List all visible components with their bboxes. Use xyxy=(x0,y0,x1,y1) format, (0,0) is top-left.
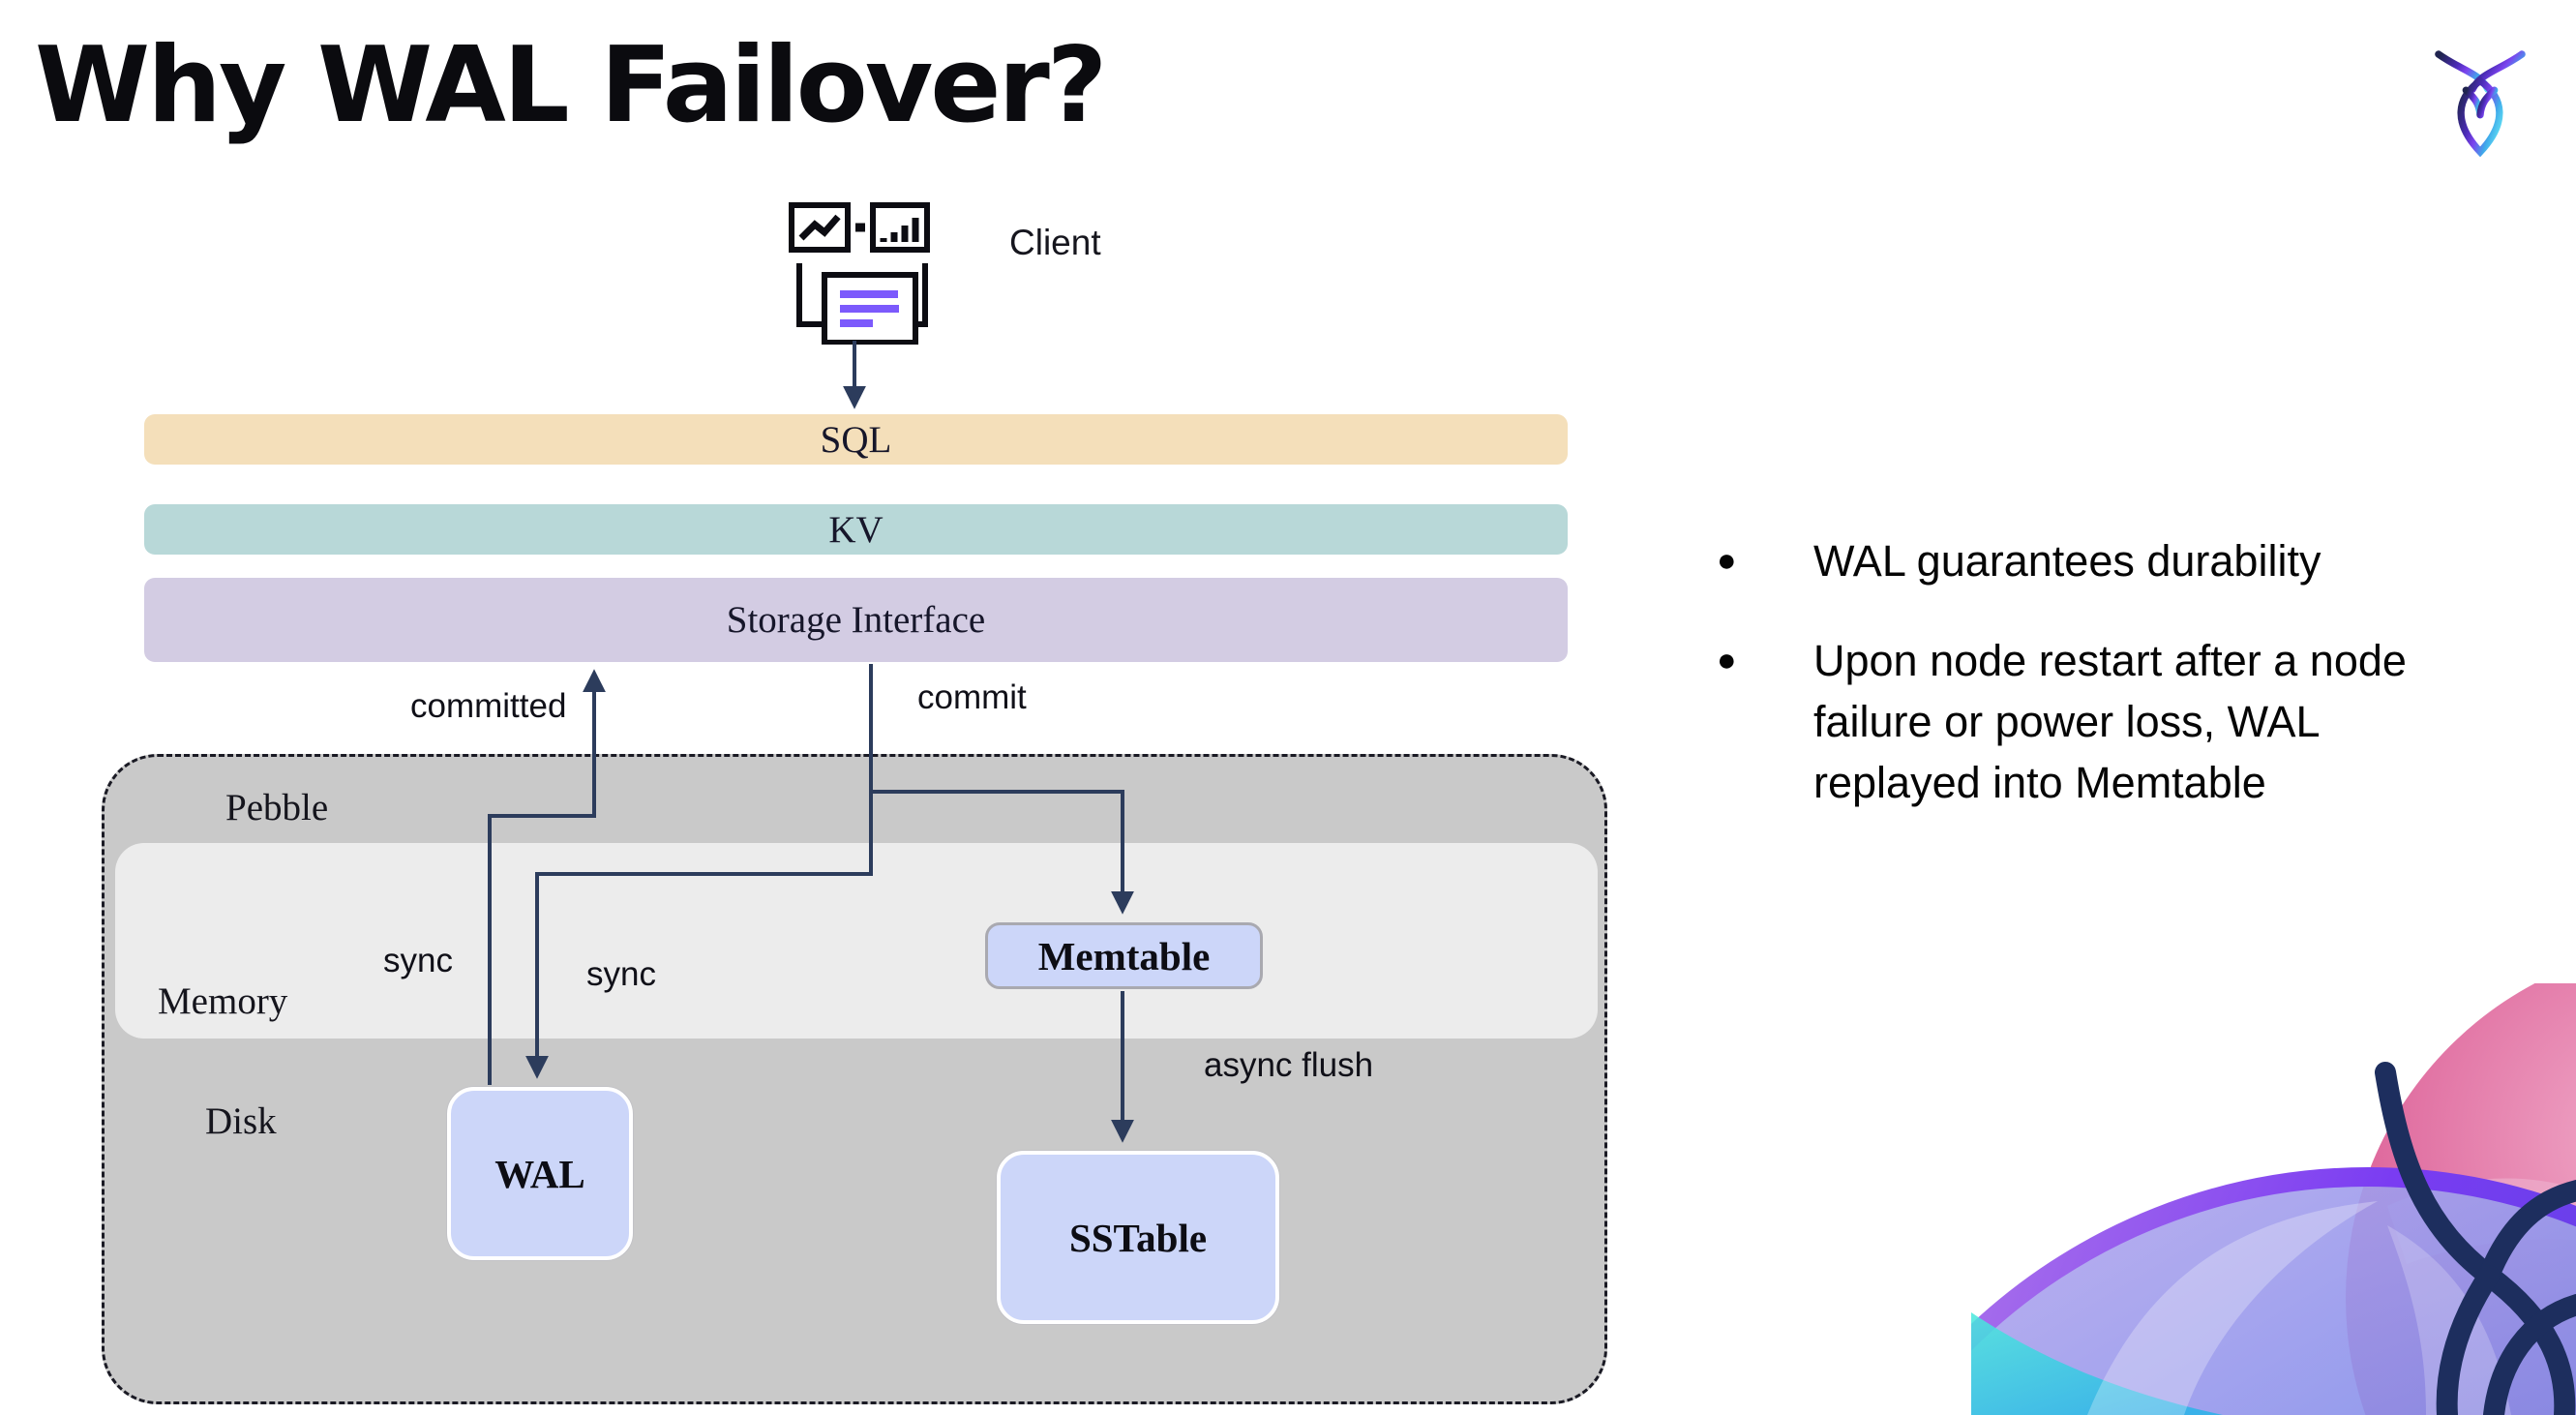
memtable-node: Memtable xyxy=(985,922,1263,989)
memtable-node-label: Memtable xyxy=(1037,933,1211,978)
storage-interface-layer-bar: Storage Interface xyxy=(144,578,1568,662)
memory-label: Memory xyxy=(158,980,288,1022)
kv-layer-label: KV xyxy=(828,508,884,551)
list-item: ● Upon node restart after a node failure… xyxy=(1713,630,2545,813)
sql-layer-label: SQL xyxy=(820,418,892,461)
bullet-dot: ● xyxy=(1717,542,1737,579)
pebble-label: Pebble xyxy=(225,787,329,828)
committed-edge-label: committed xyxy=(410,687,567,725)
bullet-text: Upon node restart after a node failure o… xyxy=(1813,636,2407,807)
kv-layer-bar: KV xyxy=(144,504,1568,555)
sync-right-edge-label: sync xyxy=(586,955,656,993)
storage-interface-label: Storage Interface xyxy=(726,599,986,641)
bullet-list: ● WAL guarantees durability ● Upon node … xyxy=(1713,530,2545,852)
list-item: ● WAL guarantees durability xyxy=(1713,530,2545,591)
bullet-dot: ● xyxy=(1717,642,1737,678)
bullet-text: WAL guarantees durability xyxy=(1813,536,2321,586)
memory-band xyxy=(115,843,1598,1039)
async-flush-edge-label: async flush xyxy=(1204,1046,1374,1084)
sql-layer-bar: SQL xyxy=(144,414,1568,465)
disk-label: Disk xyxy=(205,1100,277,1142)
sstable-node: SSTable xyxy=(997,1151,1279,1324)
client-label: Client xyxy=(1009,223,1101,262)
wal-node-label: WAL xyxy=(494,1151,585,1196)
commit-edge-label: commit xyxy=(917,678,1027,716)
brand-artwork xyxy=(1971,983,2576,1415)
cockroachdb-logo-icon xyxy=(2435,50,2526,157)
sstable-node-label: SSTable xyxy=(1068,1215,1208,1260)
page-title: Why WAL Failover? xyxy=(35,25,1107,146)
wal-node: WAL xyxy=(447,1087,633,1260)
sync-left-edge-label: sync xyxy=(383,942,453,979)
client-devices-icon xyxy=(789,202,930,345)
